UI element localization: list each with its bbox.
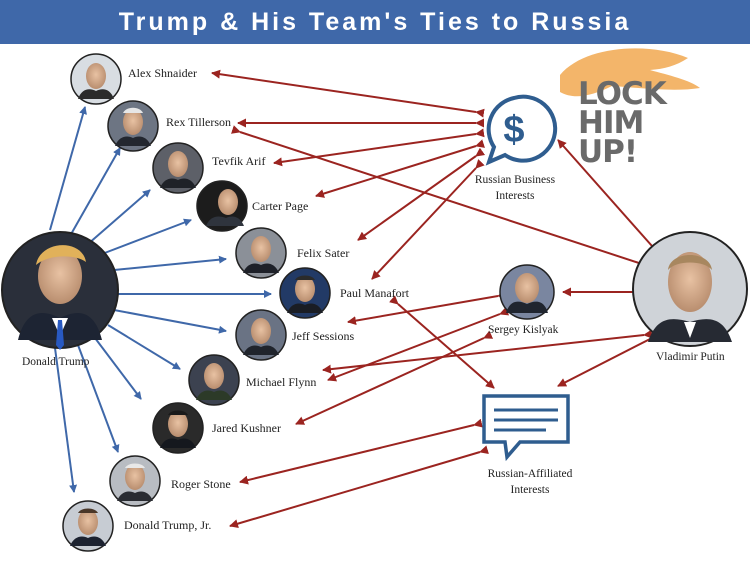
arrow-putin-flynn xyxy=(322,329,653,374)
portrait-roger-stone xyxy=(109,455,161,507)
arrow-trump-arif xyxy=(87,189,151,245)
portrait-felix-sater xyxy=(235,227,287,279)
label-carter-page: Carter Page xyxy=(252,199,309,213)
arrow-trump-stone xyxy=(77,344,120,453)
lock-him-up-stamp xyxy=(560,48,700,97)
russia-arrows xyxy=(211,69,661,529)
portrait-jeff-sessions xyxy=(235,309,287,361)
arrow-putin-rai xyxy=(557,337,653,387)
dollar-speech-bubble-icon: $ xyxy=(485,94,558,166)
rai-line-1: Russian-Affiliated xyxy=(487,468,573,480)
trump-arrows xyxy=(49,106,272,493)
stamp-line-2: HIM xyxy=(578,105,644,141)
portrait-sergey-kislyak xyxy=(499,264,555,320)
portrait-vladimir-putin xyxy=(632,231,748,347)
rai-line-2: Interests xyxy=(510,484,550,496)
svg-text:$: $ xyxy=(503,109,524,151)
label-jeff-sessions: Jeff Sessions xyxy=(292,329,355,343)
arrow-rai-trumpjr xyxy=(229,445,489,529)
label-felix-sater: Felix Sater xyxy=(297,246,350,260)
label-paul-manafort: Paul Manafort xyxy=(340,286,409,300)
label-alex-shnaider: Alex Shnaider xyxy=(128,66,197,80)
arrow-trump-trumpjr xyxy=(54,347,78,493)
label-donald-trump: Donald Trump xyxy=(22,356,90,368)
title-bar: Trump & His Team's Ties to Russia xyxy=(0,0,750,44)
label-sergey-kislyak: Sergey Kislyak xyxy=(488,324,559,336)
portrait-donald-trump-jr xyxy=(62,500,114,552)
arrow-putin-rbi xyxy=(557,139,661,255)
portrait-michael-flynn xyxy=(188,354,240,406)
portraits xyxy=(1,53,748,552)
label-vladimir-putin: Vladimir Putin xyxy=(656,351,725,363)
arrow-trump-sater xyxy=(113,255,227,271)
label-donald-trump-jr: Donald Trump, Jr. xyxy=(124,518,212,532)
label-russian-business-interests: Russian Business Interests xyxy=(450,172,580,204)
arrow-manafort-rai xyxy=(389,295,495,389)
stamp-line-1: LOCK xyxy=(578,76,667,112)
label-jared-kushner: Jared Kushner xyxy=(212,421,281,435)
page-title: Trump & His Team's Ties to Russia xyxy=(118,7,632,36)
arrow-kislyak-kushner xyxy=(295,330,494,425)
portrait-carter-page xyxy=(196,180,248,232)
portrait-paul-manafort xyxy=(279,267,331,319)
lock-him-up-text: LOCK HIM UP! xyxy=(578,76,667,170)
arrow-trump-page xyxy=(101,218,192,255)
label-tevfik-arif: Tevfik Arif xyxy=(212,154,266,168)
portrait-jared-kushner xyxy=(152,402,204,454)
stamp-hair-shape xyxy=(560,48,700,97)
arrow-trump-flynn xyxy=(107,324,181,370)
stamp-line-3: UP! xyxy=(578,134,638,170)
label-rex-tillerson: Rex Tillerson xyxy=(166,115,232,129)
arrow-trump-shnaider xyxy=(49,106,87,231)
text-speech-bubble-icon xyxy=(482,394,570,462)
arrow-trump-sessions xyxy=(113,309,227,334)
rbi-line-2: Interests xyxy=(495,190,535,202)
label-roger-stone: Roger Stone xyxy=(171,477,231,491)
rbi-line-1: Russian Business xyxy=(474,174,556,186)
portrait-donald-trump xyxy=(1,231,119,350)
label-michael-flynn: Michael Flynn xyxy=(246,375,317,389)
arrow-trump-tillerson xyxy=(69,147,121,237)
portrait-tevfik-arif xyxy=(152,142,204,194)
label-russian-affiliated-interests: Russian-Affiliated Interests xyxy=(460,466,600,498)
arrow-rbi-shnaider xyxy=(211,69,485,118)
arrow-trump-kushner xyxy=(94,337,142,400)
arrow-rbi-arif xyxy=(273,128,485,167)
portrait-alex-shnaider xyxy=(70,53,122,105)
portrait-rex-tillerson xyxy=(107,100,159,152)
